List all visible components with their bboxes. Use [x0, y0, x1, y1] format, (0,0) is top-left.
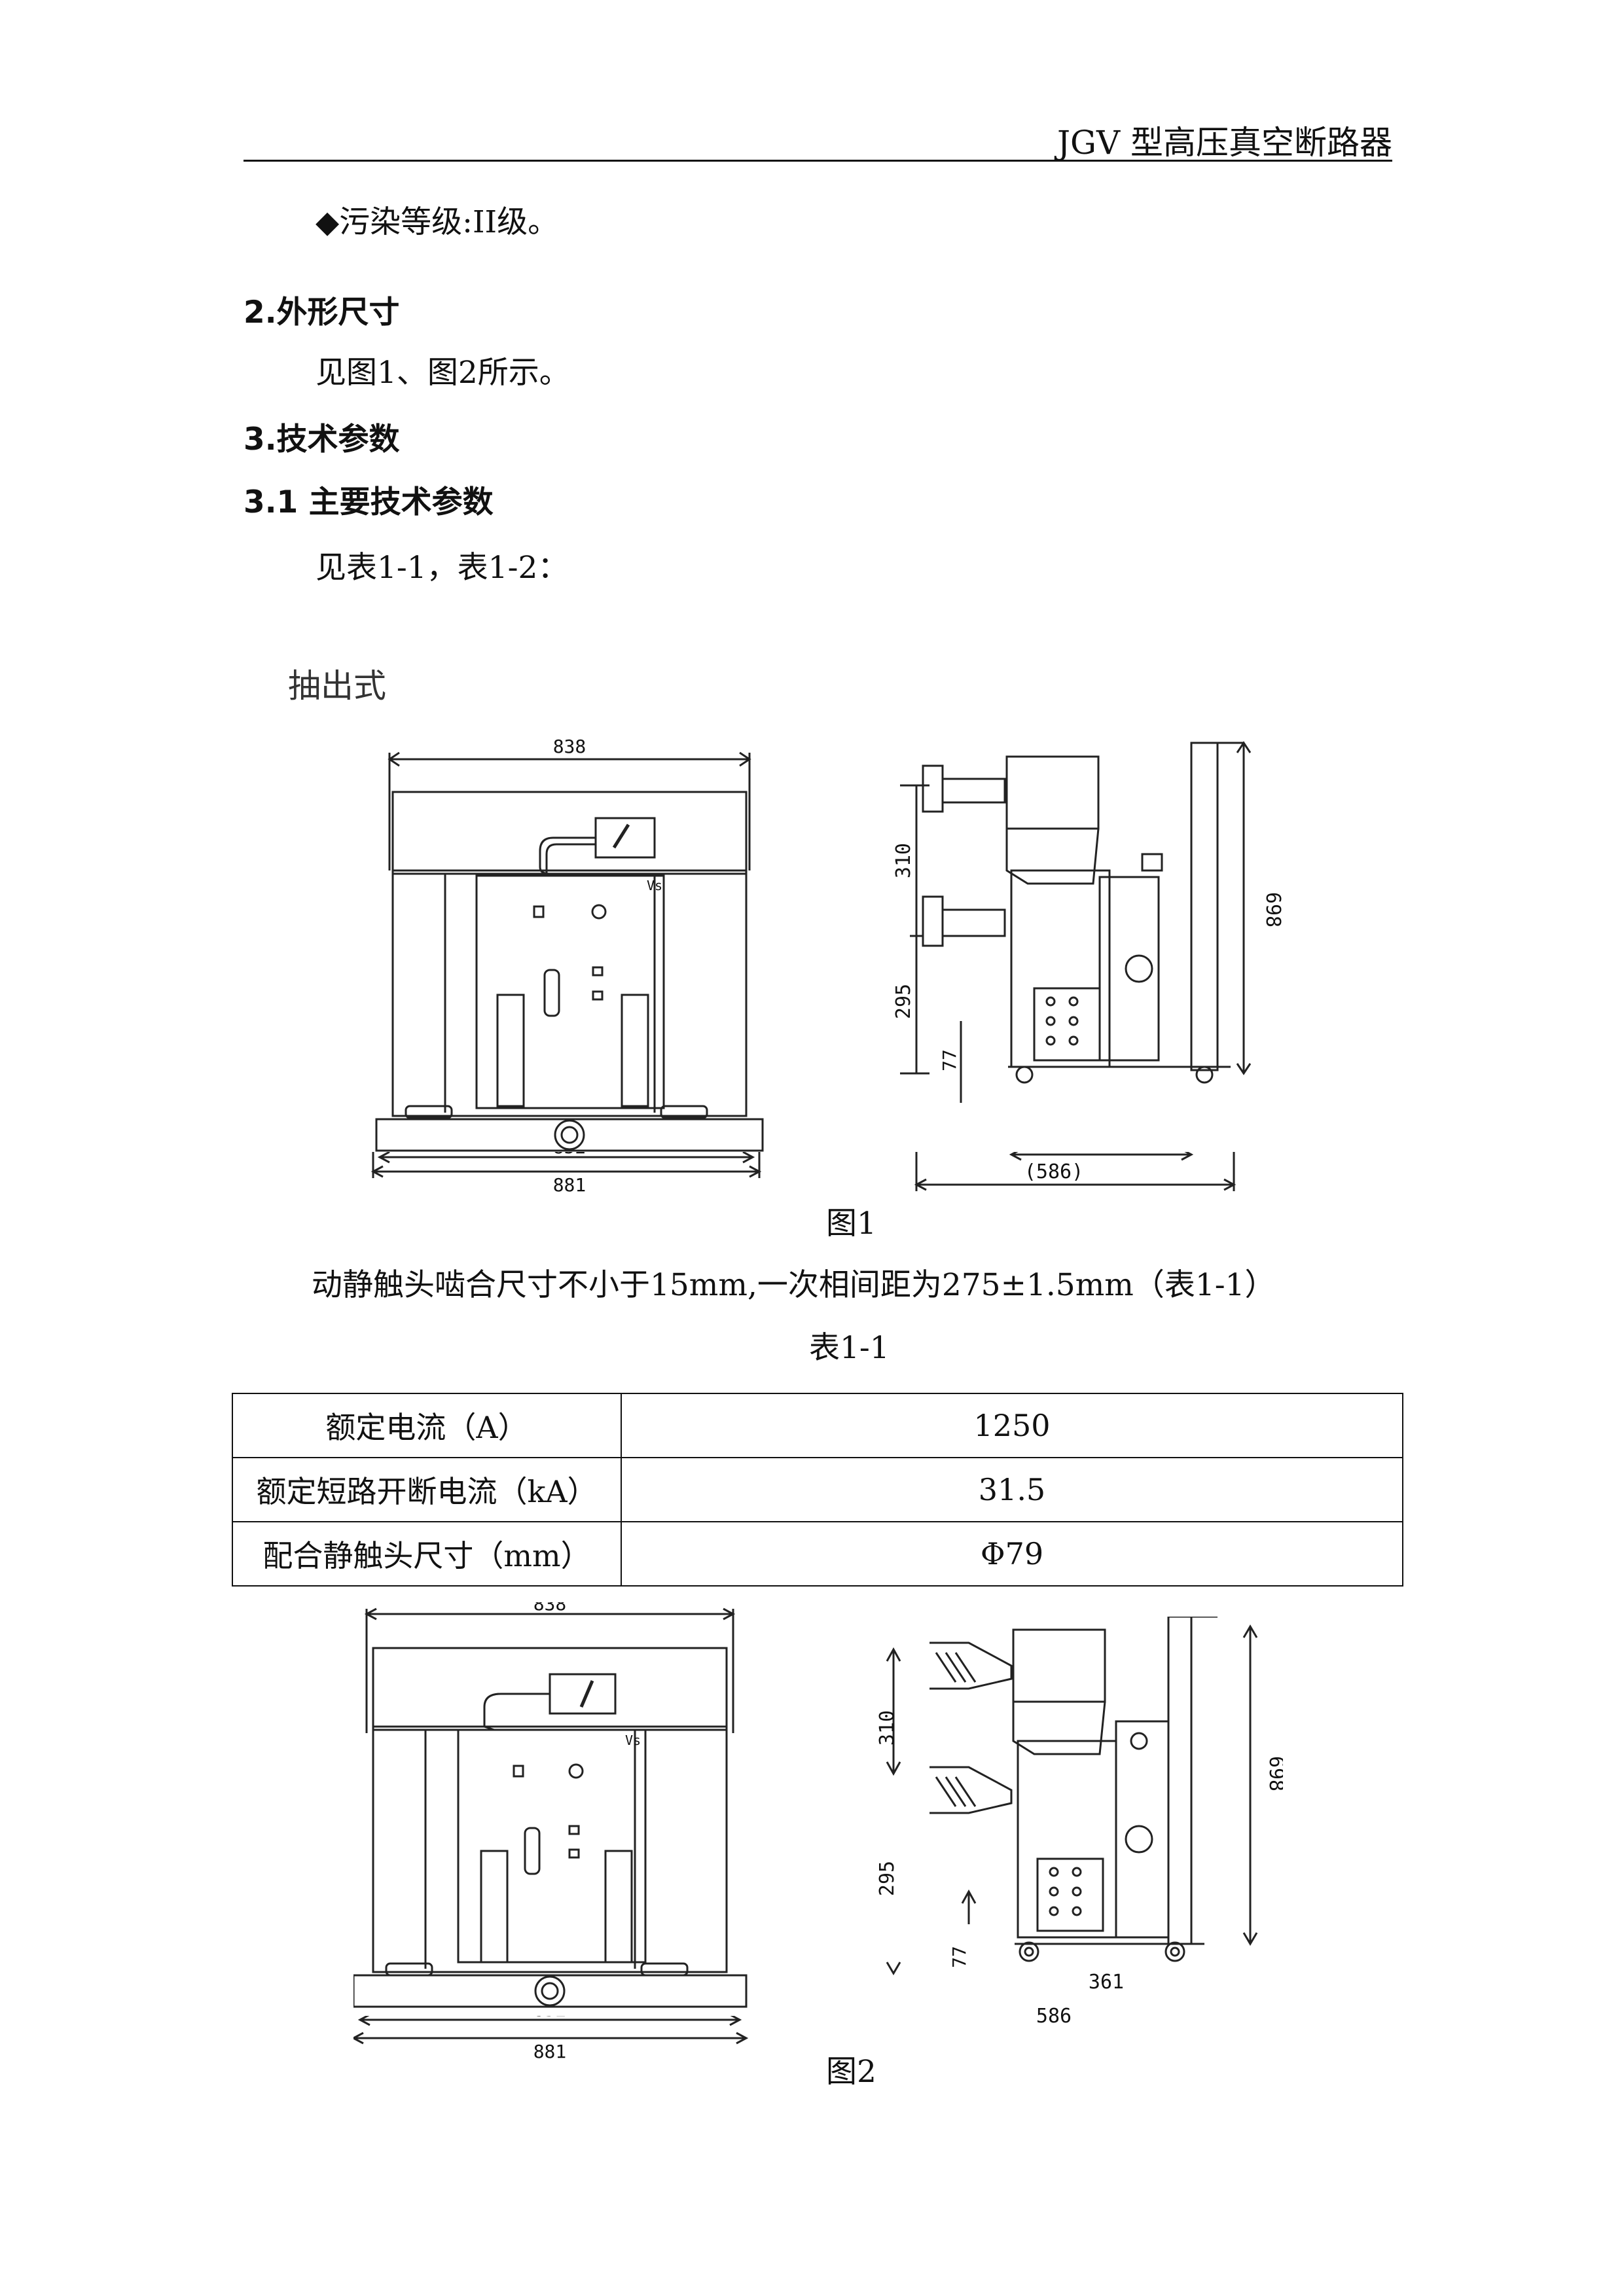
fig1-caption: 图1: [826, 1206, 876, 1242]
header-title: JGV 型高压真空断路器: [1057, 124, 1392, 162]
table-cell-value: Φ79: [621, 1521, 1403, 1587]
fig1-type-label: 抽出式: [288, 667, 386, 705]
fig2-side-dim-depth: 361: [1089, 1971, 1124, 1994]
section-3-1-heading: 3.1 主要技术参数: [244, 484, 494, 520]
fig1-front-dim-top: 838: [553, 736, 586, 757]
fig2-front-panel-label: Vs: [625, 1732, 641, 1748]
fig2-side-dim-total: 586: [1036, 2005, 1072, 2028]
fig2-front-dim-outer: 881: [533, 2041, 567, 2062]
bullet-pollution: ◆污染等级:II级。: [316, 204, 559, 240]
table-cell-param: 额定短路开断电流（kA）: [232, 1457, 622, 1522]
fig2-side-dim-wheel: 77: [948, 1946, 970, 1968]
section-3-heading: 3.技术参数: [244, 422, 400, 457]
fig2-side-dim-upper: 310: [876, 1710, 899, 1746]
table-caption: 表1-1: [809, 1330, 890, 1366]
table-row: 配合静触头尺寸（mm） Φ79: [232, 1521, 1403, 1587]
section-2-heading: 2.外形尺寸: [244, 295, 400, 331]
fig1-front-bottom-dims: 852 881: [370, 1152, 762, 1196]
spec-table-1-1: 额定电流（A） 1250 额定短路开断电流（kA） 31.5 配合静触头尺寸（m…: [232, 1393, 1403, 1587]
fig1-front-view: 838 Vs: [375, 736, 764, 1152]
table-row: 额定电流（A） 1250: [232, 1393, 1403, 1458]
table-cell-param: 额定电流（A）: [232, 1393, 622, 1458]
fig2-side-view: 310 295 698 77 361 586: [876, 1617, 1283, 2028]
fig1-side-view: 310 295 698 77: [892, 741, 1283, 1103]
fig2-front-dim-inner: 852: [533, 2016, 567, 2020]
fig2-caption: 图2: [826, 2054, 876, 2090]
section-2-text: 见图1、图2所示。: [316, 355, 570, 391]
fig2-side-dim-lower: 295: [876, 1861, 899, 1896]
fig1-front-dim-outer: 881: [553, 1174, 586, 1196]
table-row: 额定短路开断电流（kA） 31.5: [232, 1457, 1403, 1522]
fig1-side-dim-total: (586): [1024, 1160, 1083, 1183]
fig1-side-dim-lower: 295: [892, 984, 915, 1019]
fig1-side-dim-height: 698: [1261, 892, 1283, 927]
table-cell-value: 1250: [621, 1393, 1403, 1458]
fig1-front-panel-label: Vs: [647, 878, 662, 893]
fig2-front-bottom-dims: 852 881: [353, 2016, 749, 2062]
table-cell-param: 配合静触头尺寸（mm）: [232, 1521, 622, 1587]
fig1-side-dim-upper: 310: [892, 843, 915, 878]
fig1-side-dim-wheel: 77: [939, 1049, 960, 1071]
fig1-note: 动静触头啮合尺寸不小于15mm,一次相间距为275±1.5mm（表1-1）: [312, 1267, 1276, 1303]
fig2-front-view: 838 Vs: [353, 1602, 748, 2008]
table-cell-value: 31.5: [621, 1457, 1403, 1522]
section-3-1-text: 见表1-1，表1-2：: [316, 550, 569, 586]
page-header: JGV 型高压真空断路器: [244, 110, 1392, 162]
fig1-side-bottom-dims: 361 (586): [914, 1152, 1236, 1191]
fig2-front-dim-top: 838: [533, 1602, 567, 1615]
fig2-side-dim-height: 698: [1265, 1756, 1283, 1791]
fig1-front-dim-inner: 852: [553, 1152, 586, 1158]
